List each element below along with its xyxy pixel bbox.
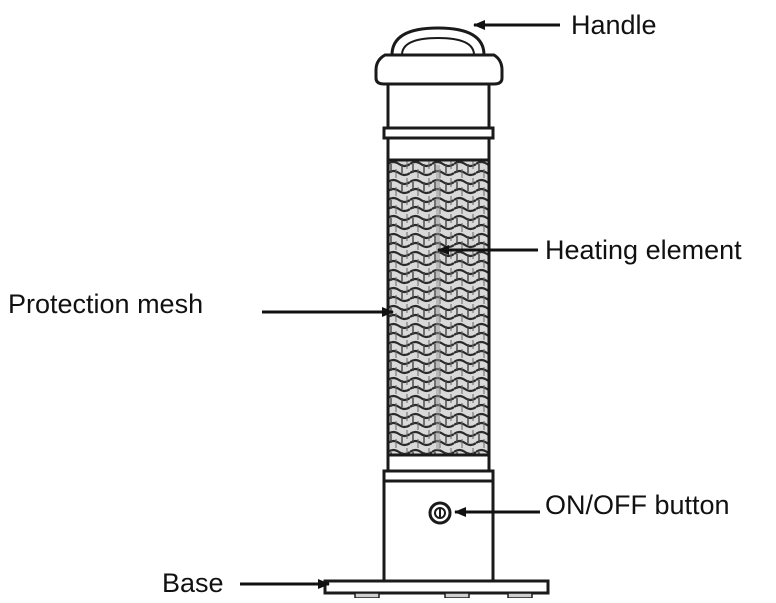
label-base: Base — [162, 568, 224, 598]
base-foot-middle — [444, 592, 470, 599]
upper-body — [386, 82, 491, 130]
top-cap — [374, 53, 504, 86]
base-foot-right — [507, 592, 533, 599]
base-plate — [323, 579, 550, 595]
lower-body — [382, 479, 495, 583]
upper-collar — [386, 136, 491, 162]
handle-arch — [390, 26, 486, 56]
base-foot-left — [354, 592, 380, 599]
lower-collar — [386, 453, 491, 473]
handle-arch-inner — [401, 36, 475, 56]
label-heating-element: Heating element — [545, 235, 742, 265]
label-handle: Handle — [571, 10, 657, 40]
label-protection-mesh: Protection mesh — [8, 289, 204, 319]
label-on-off-button: ON/OFF button — [545, 490, 730, 520]
